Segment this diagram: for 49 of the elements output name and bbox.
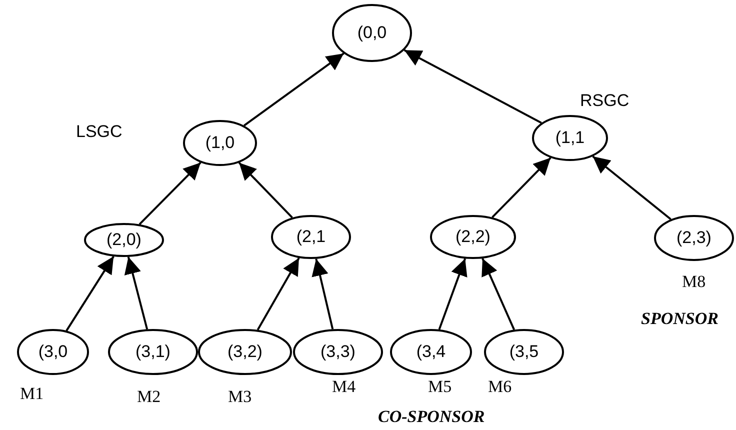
role-label: SPONSOR: [641, 309, 718, 329]
node-ellipse: [654, 215, 734, 261]
node-label: (3,5: [509, 342, 539, 362]
arrow: [138, 162, 202, 226]
arrow: [238, 162, 293, 218]
node-ellipse: [84, 223, 164, 257]
member-label: M6: [488, 377, 512, 397]
node-ellipse: [183, 120, 257, 166]
arrow: [482, 258, 516, 330]
arrow: [404, 49, 542, 124]
node-ellipse: [271, 215, 351, 259]
arrow: [312, 258, 334, 330]
node-ellipse: [198, 329, 292, 375]
node-label: (2,2): [456, 227, 490, 247]
node-ellipse: [532, 115, 608, 161]
node-label: (3,1): [136, 342, 170, 362]
node-label: (2,0): [106, 230, 142, 250]
node-label: (2,1: [296, 227, 326, 247]
node-ellipse: [430, 215, 516, 259]
arrow: [492, 157, 552, 218]
arrow: [592, 156, 672, 220]
node-label: (2,3): [676, 228, 712, 248]
node-ellipse: [17, 329, 89, 375]
node-label: (1,0: [205, 133, 235, 153]
arrow: [438, 258, 468, 330]
node-label: (3,3): [320, 342, 356, 362]
member-label: M5: [428, 377, 452, 397]
node-label: (3,2): [228, 342, 262, 362]
node-ellipse: [332, 4, 412, 62]
subtree-label: RSGC: [580, 91, 630, 111]
node-label: (3,4: [416, 342, 446, 362]
arrow: [66, 256, 114, 332]
node-ellipse: [108, 329, 198, 375]
member-label: M8: [682, 272, 706, 292]
node-label: (0,0: [357, 23, 387, 43]
arrow: [124, 256, 148, 330]
member-label: M1: [20, 384, 44, 404]
node-label: (1,1: [555, 128, 585, 148]
node-ellipse: [293, 329, 383, 375]
member-label: M3: [228, 387, 252, 407]
arrow: [256, 257, 300, 330]
role-label: CO-SPONSOR: [378, 407, 485, 427]
node-ellipse: [484, 329, 564, 375]
member-label: M4: [332, 377, 356, 397]
arrow: [244, 52, 344, 126]
node-ellipse: [390, 329, 472, 375]
node-label: (3,0: [38, 342, 68, 362]
member-label: M2: [137, 387, 161, 407]
subtree-label: LSGC: [76, 122, 122, 142]
